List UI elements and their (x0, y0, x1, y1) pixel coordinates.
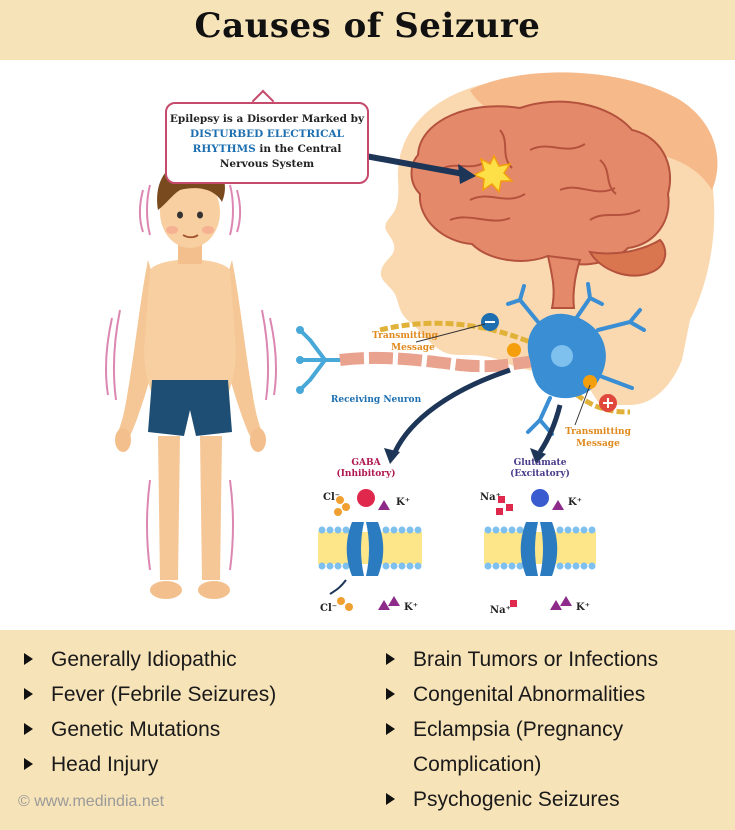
k-label-4: K⁺ (576, 602, 590, 613)
glutamate-label: Glutamate (514, 458, 567, 468)
gaba-label: GABA (351, 458, 381, 468)
illustration-svg: Transmitting Message Receiving Neuron Tr… (104, 72, 718, 616)
glutamate-sub-label: (Excitatory) (510, 468, 570, 479)
receiving-neuron-label: Receiving Neuron (331, 395, 422, 405)
epilepsy-callout: Epilepsy is a Disorder Marked by DISTURB… (165, 102, 369, 184)
gaba-arrow (392, 367, 511, 454)
callout-arrow-head (458, 164, 476, 184)
glutamate-arrow-head (530, 448, 546, 464)
bullet-arrow-icon (386, 653, 395, 665)
cause-text: Head Injury (51, 753, 159, 776)
gaba-arrow-head (384, 448, 400, 464)
bullet-arrow-icon (24, 688, 33, 700)
bullet-arrow-icon (386, 688, 395, 700)
cause-text: Genetic Mutations (51, 718, 221, 741)
bullet-arrow-icon (386, 793, 395, 805)
transmitting-label-top-2: Message (391, 343, 435, 353)
transmitting-label-bottom-2: Message (576, 439, 620, 449)
na-top-label: Na⁺ (480, 492, 501, 503)
cause-text: Psychogenic Seizures (413, 788, 620, 811)
na-bottom-label: Na⁺ (490, 605, 511, 616)
cause-text: Brain Tumors or Infections (413, 648, 659, 671)
hair (470, 72, 718, 190)
seizure-burst-icon (472, 154, 514, 194)
cerebellum (588, 238, 667, 277)
callout-highlight-1: DISTURBED ELECTRICAL (189, 128, 345, 140)
cause-text: Fever (Febrile Seizures) (51, 683, 277, 706)
bullet-arrow-icon (386, 723, 395, 735)
cause-text: Eclampsia (Pregnancy Complication) (413, 718, 624, 776)
cl-bottom-label: Cl⁻ (320, 603, 337, 614)
bullet-arrow-icon (24, 653, 33, 665)
k-label-1: K⁺ (396, 497, 410, 508)
cause-text: Generally Idiopathic (51, 648, 237, 671)
shaking-lines (104, 184, 278, 571)
bullet-arrow-icon (24, 723, 33, 735)
k-label-3: K⁺ (568, 497, 582, 508)
callout-line-1: Epilepsy is a Disorder Marked by (169, 113, 365, 125)
transmitting-label-bottom-1: Transmitting (565, 427, 631, 437)
glutamate-channel: Glutamate (Excitatory) Na⁺ K⁺ Na⁺ K⁺ (480, 458, 596, 616)
callout-line-4: Nervous System (219, 158, 315, 170)
copyright-footer: © www.medindia.net (18, 793, 165, 810)
callout-highlight-2: RHYTHMS (192, 143, 256, 155)
callout-arrow (359, 152, 465, 177)
bullet-arrow-icon (24, 758, 33, 770)
header: Causes of Seizure (0, 0, 735, 60)
brain-folds (439, 129, 641, 222)
page-title: Causes of Seizure (194, 6, 541, 46)
cl-top-label: Cl⁻ (323, 492, 340, 503)
seizure-illustration: Transmitting Message Receiving Neuron Tr… (0, 60, 735, 630)
cause-text: Congenital Abnormalities (413, 683, 646, 706)
causes-section: Generally Idiopathic Fever (Febrile Seiz… (0, 630, 735, 830)
callout-line-3-rest: in the Central (255, 143, 342, 155)
callout-line-3: RHYTHMS in the Central (167, 142, 367, 157)
brain-stem (546, 254, 582, 309)
boy-figure (115, 159, 266, 599)
gaba-channel: GABA (Inhibitory) Cl⁻ K⁺ Cl⁻ K⁺ (318, 458, 422, 614)
gaba-sub-label: (Inhibitory) (336, 468, 395, 479)
glutamate-arrow (537, 404, 563, 454)
transmitting-label-top-1: Transmitting (372, 331, 438, 341)
brain (410, 100, 672, 266)
k-label-2: K⁺ (404, 602, 418, 613)
neuron-diagram (296, 282, 646, 436)
